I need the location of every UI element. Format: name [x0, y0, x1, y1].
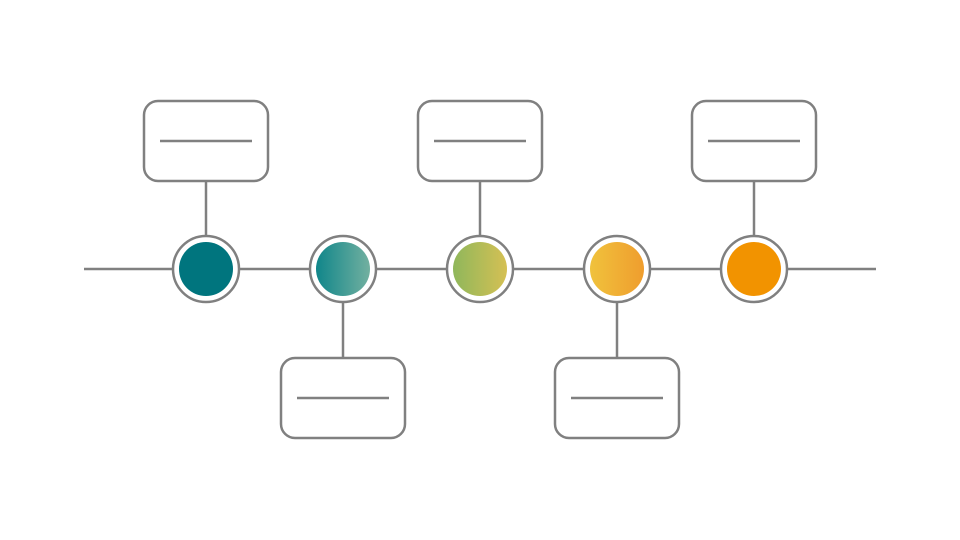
milestone-node-dot: [727, 242, 781, 296]
milestone-1: [142, 99, 270, 304]
milestone-node-dot: [316, 242, 370, 296]
milestone-2: [279, 234, 407, 440]
milestone-5: [690, 99, 818, 304]
milestone-node-dot: [453, 242, 507, 296]
milestone-node-dot: [179, 242, 233, 296]
milestone-4: [553, 234, 681, 440]
milestone-node-dot: [590, 242, 644, 296]
milestone-3: [416, 99, 544, 304]
